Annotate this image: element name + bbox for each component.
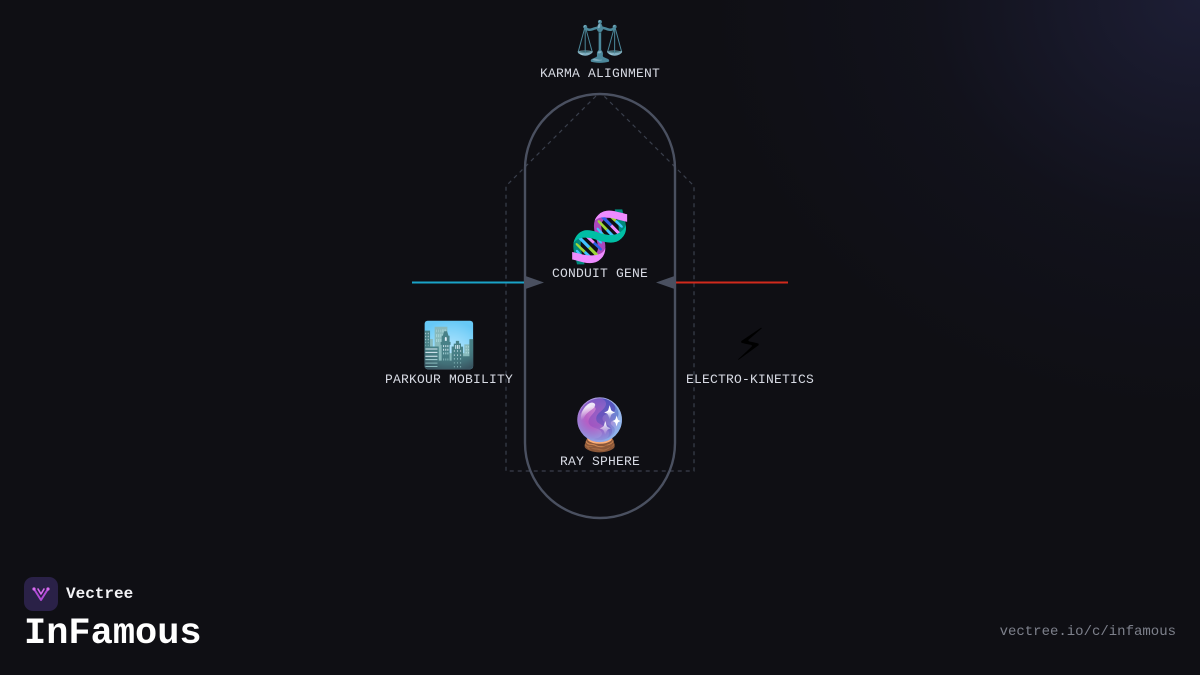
node-karma-alignment[interactable]: ⚖️ KARMA ALIGNMENT <box>540 22 660 81</box>
dna-icon: 🧬 <box>568 208 632 266</box>
node-label: KARMA ALIGNMENT <box>539 66 661 81</box>
lightning-icon: ⚡ <box>734 320 766 371</box>
page-title: InFamous <box>24 613 202 655</box>
node-label: ELECTRO-KINETICS <box>685 372 815 387</box>
cityscape-icon: 🏙️ <box>421 320 477 371</box>
node-label: CONDUIT GENE <box>551 266 649 281</box>
dashed-connector <box>505 95 695 472</box>
node-electro-kinetics[interactable]: ⚡ ELECTRO-KINETICS <box>685 320 815 388</box>
vectree-logo-icon <box>24 577 58 611</box>
node-label: RAY SPHERE <box>559 454 641 469</box>
balance-scale-icon: ⚖️ <box>575 19 625 65</box>
node-label: PARKOUR MOBILITY <box>384 372 514 387</box>
right-arrow-head <box>656 275 676 290</box>
central-loop <box>523 92 677 520</box>
brand-name: Vectree <box>66 585 134 603</box>
left-arrow-head <box>524 275 544 290</box>
node-parkour-mobility[interactable]: 🏙️ PARKOUR MOBILITY <box>384 320 514 388</box>
node-ray-sphere[interactable]: 🔮 RAY SPHERE <box>560 400 640 469</box>
crystal-ball-icon: 🔮 <box>568 396 632 454</box>
brand[interactable]: Vectree <box>24 577 133 611</box>
source-url[interactable]: vectree.io/c/infamous <box>999 624 1176 640</box>
node-conduit-gene[interactable]: 🧬 CONDUIT GENE <box>552 212 648 281</box>
